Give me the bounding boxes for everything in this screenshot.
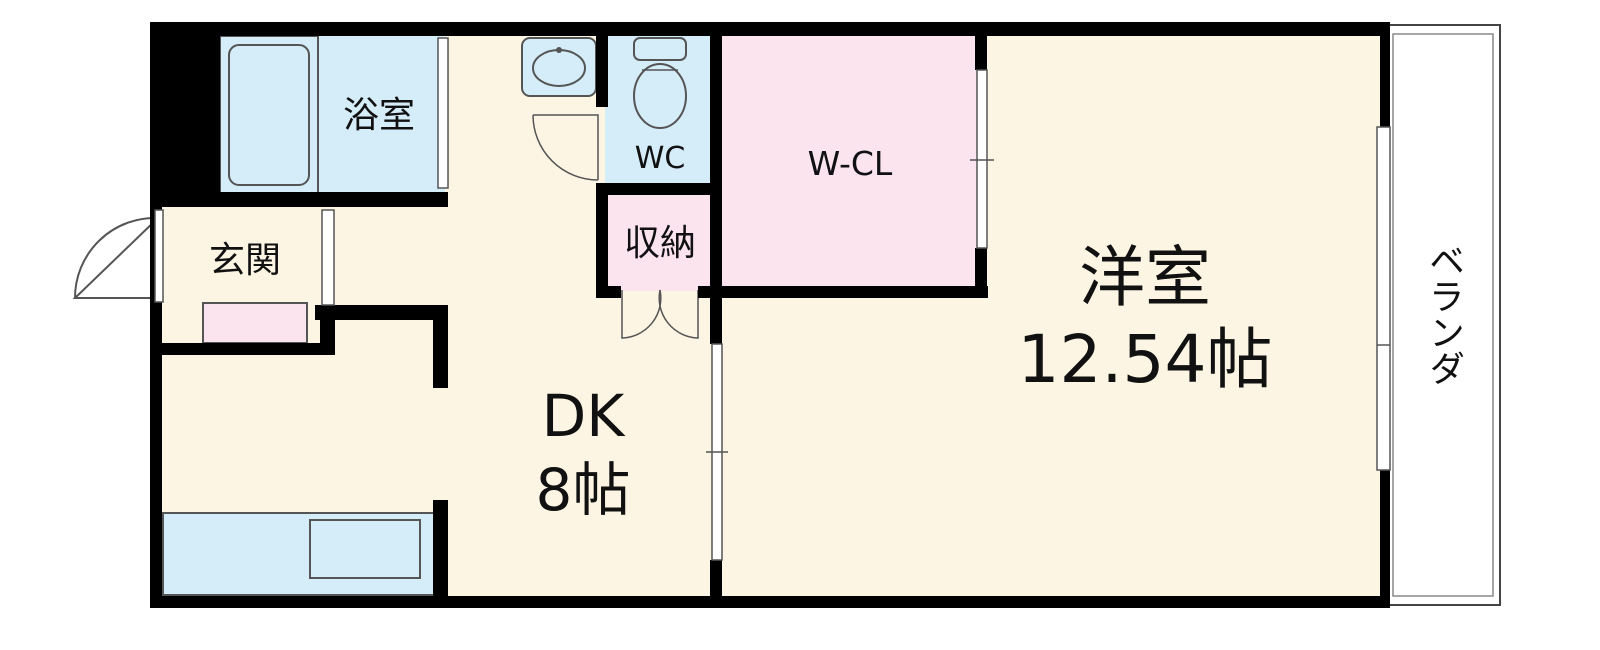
- wc-label: WC: [635, 141, 686, 176]
- washbasin-icon: [521, 37, 597, 97]
- walk-in-closet-label: W-CL: [808, 144, 893, 183]
- western-room-size: 12.54帖: [1018, 321, 1273, 398]
- western-room-name: 洋室: [1079, 239, 1211, 316]
- bathroom-door-icon: [532, 114, 599, 181]
- walk-in-closet-floor: [722, 36, 980, 288]
- balcony: [1387, 24, 1501, 606]
- windows: [154, 37, 1391, 561]
- shoe-cabinet-icon: [202, 302, 308, 344]
- dk-name: DK: [542, 382, 627, 450]
- kitchen-counter-icon: [162, 512, 436, 596]
- entrance-label: 玄関: [209, 240, 281, 281]
- bath-label: 浴室: [343, 95, 415, 136]
- bathtub-icon: [219, 35, 319, 195]
- entrance-door-icon: [72, 216, 163, 299]
- storage-door-icon: [621, 289, 699, 339]
- storage-floor: [605, 193, 715, 291]
- toilet-icon: [633, 37, 687, 129]
- dk-size: 8帖: [536, 456, 631, 524]
- storage-label: 収納: [624, 223, 696, 264]
- walls: [150, 22, 1390, 608]
- balcony-label: ベランダ: [1423, 242, 1464, 386]
